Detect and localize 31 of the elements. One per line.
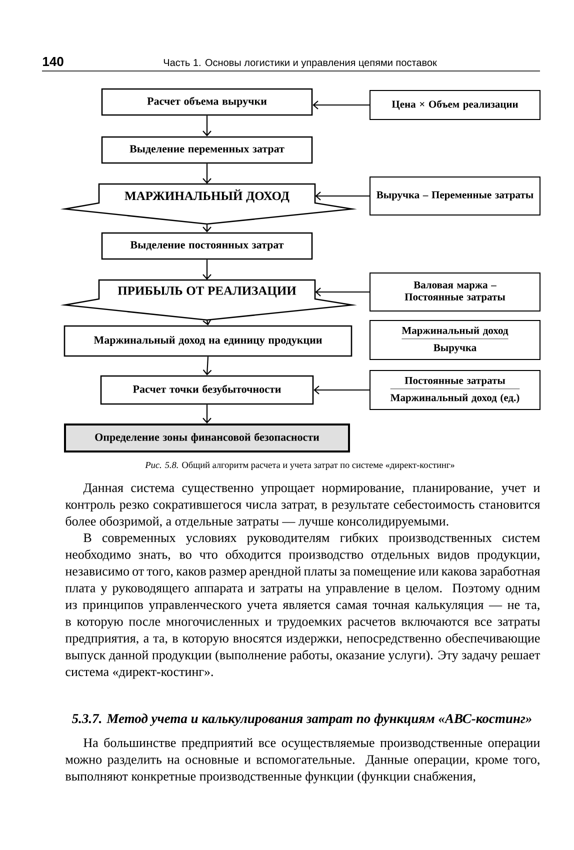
- figure-caption: Рис. 5.8. Общий алгоритм расчета и учета затрат по системе «директ-костинг»: [145, 461, 454, 470]
- result-box: Определение зоны финансовой безопасности: [64, 424, 350, 452]
- arrow: [202, 356, 212, 376]
- arrow: [315, 288, 370, 296]
- process-box: Выделение постоянных затрат: [101, 232, 313, 260]
- arrow: [315, 192, 370, 200]
- chevron-box: ПРИБЫЛЬ ОТ РЕАЛИЗАЦИИ: [60, 279, 357, 321]
- paragraph: В современных условиях руководителям гибких производственных систем необходимо знать, во что обходится производство отдельных видов продукции, независимо от того, каков размер арендной платы за помещение или какова заработная плата у руководящего аппарата и затраты на управление в целом. Поэтому одним из принципов управленческого учета является самая точная калькуляция — не та, в которую после многочисленных и трудоемких расчетов включаются все затраты предприятия, а та, в которую вносятся издержки, непосредственно обеспечивающие выпуск данной продукции (выполнение работы, оказание услуги). Эту задачу решает система «директ-костинг».: [65, 532, 540, 679]
- process-box: Расчет точки безубыточности: [100, 375, 314, 405]
- arrow: [202, 164, 212, 184]
- paragraph: Данная система существенно упрощает нормирование, планирование, учет и контроль резко сократившегося числа затрат, в результате себестоимость становится более обозримой, а отдельные затраты — лучше консолидируемыми.: [65, 484, 540, 528]
- formula-box: Цена × Объем реализации: [370, 90, 540, 120]
- arrow: [314, 386, 370, 394]
- arrow: [202, 319, 212, 326]
- process-box: Расчет объема выручки: [101, 88, 313, 116]
- running-head: Часть 1. Основы логистики и управления цепями поставок: [164, 59, 437, 68]
- arrow: [202, 116, 212, 136]
- arrow: [202, 404, 212, 424]
- section-heading: 5.3.7. Метод учета и калькулирования затрат по функциям «АВС-костинг»: [72, 714, 532, 726]
- process-box: Выделение переменных затрат: [101, 136, 313, 164]
- arrow: [312, 100, 370, 110]
- arrow: [202, 224, 212, 232]
- page-number: 140: [43, 56, 64, 66]
- paragraph: На большинстве предприятий все осуществляемые производственные операции можно разделить на основные и вспомогательные. Данные операции, кроме того, выполняют конкретные производственные функции (функции снабжения,: [65, 738, 540, 784]
- formula-box: Постоянные затраты Маржинальный доход (ед.): [370, 370, 540, 410]
- chevron-box: МАРЖИНАЛЬНЫЙ ДОХОД: [60, 183, 357, 225]
- formula-box: Маржинальный доход Выручка: [370, 320, 540, 360]
- formula-box: Выручка – Переменные затраты: [370, 176, 540, 216]
- process-box: Маржинальный доход на единицу продукции: [64, 325, 352, 357]
- formula-box: Валовая маржа – Постоянные затраты: [370, 272, 540, 312]
- arrow: [202, 260, 212, 280]
